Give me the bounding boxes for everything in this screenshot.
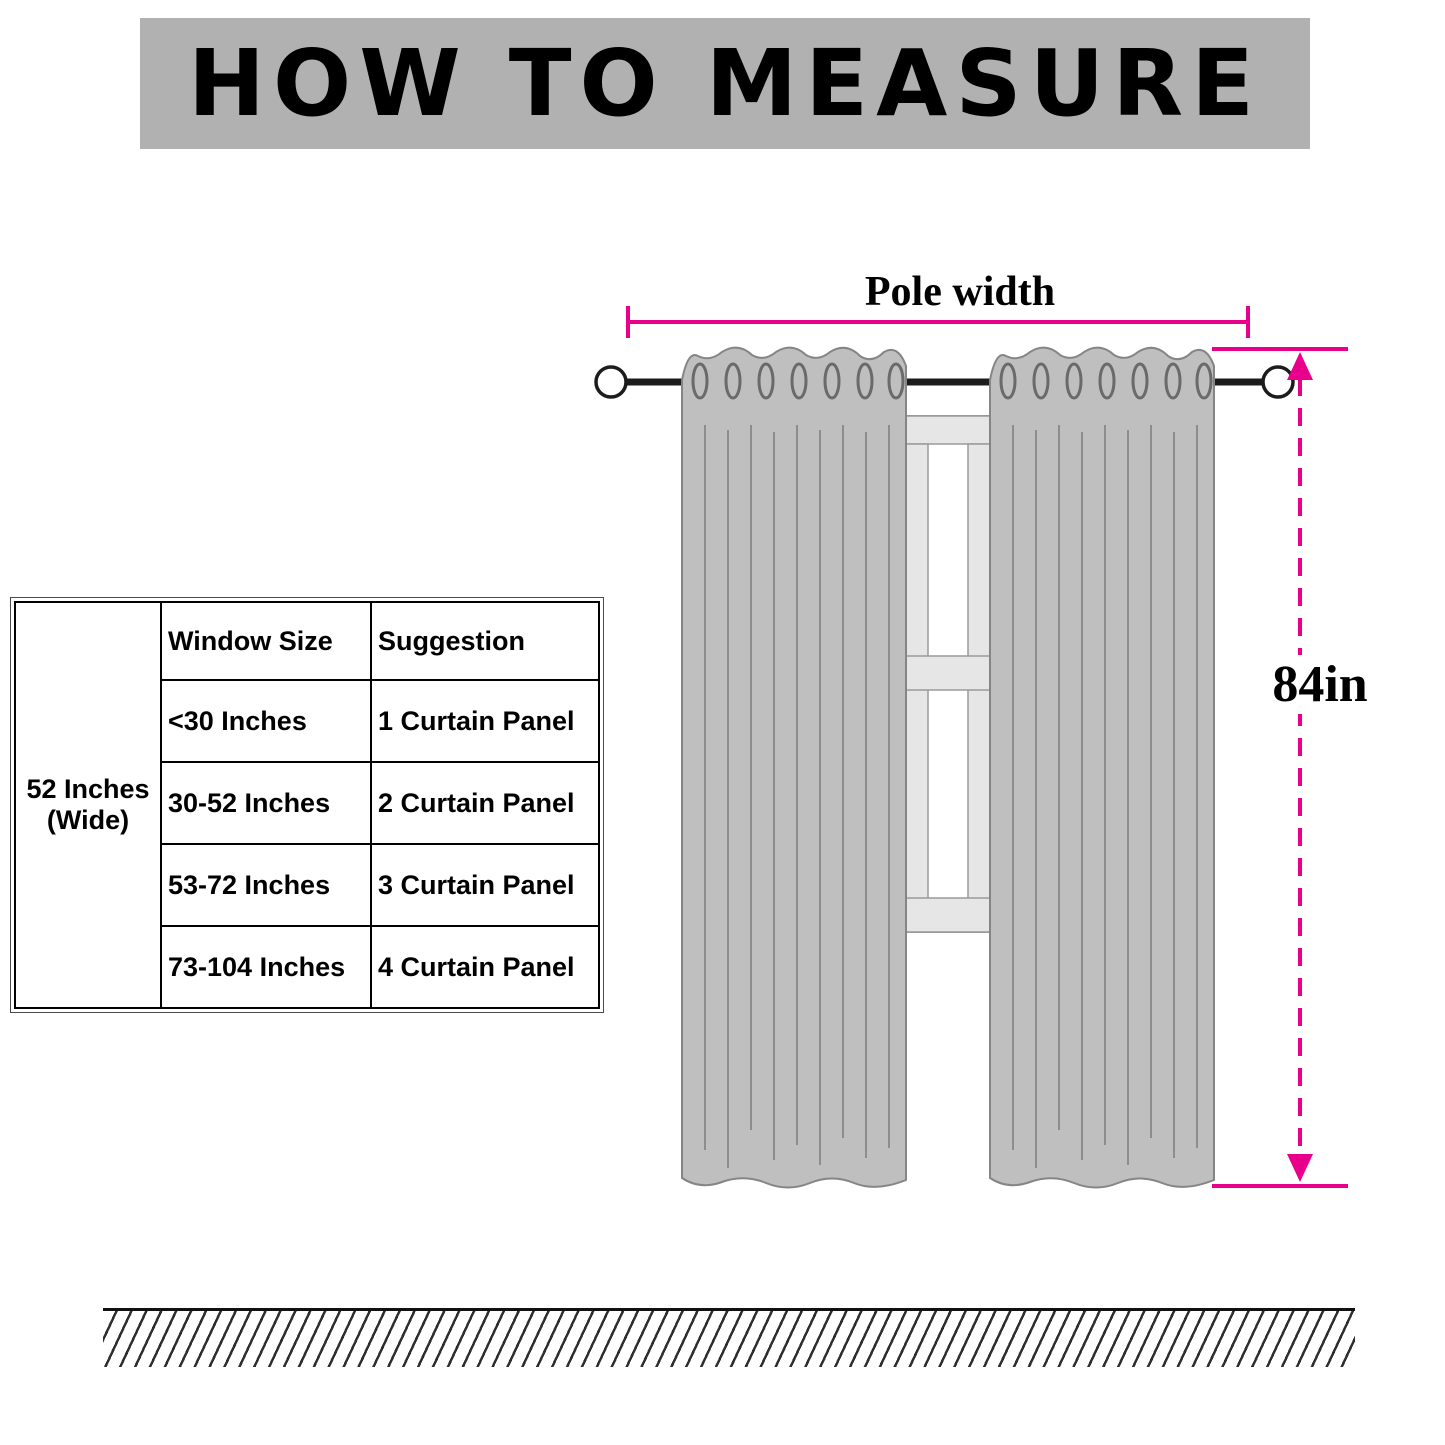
table-row: 30-52 Inches 2 Curtain Panel <box>15 761 600 845</box>
page-title: HOW TO MEASURE <box>188 30 1262 137</box>
suggestion-column-header: Suggestion <box>370 601 600 681</box>
window-size-cell: 30-52 Inches <box>160 761 372 845</box>
panel-width-label: 52 Inches (Wide) <box>14 601 162 1009</box>
height-arrow <box>1212 347 1348 1188</box>
arrowhead-down <box>1287 1154 1313 1182</box>
table-row: <30 Inches 1 Curtain Panel <box>15 679 600 763</box>
window-size-column-header: Window Size <box>160 601 372 681</box>
pole-width-arrow <box>626 306 1250 338</box>
pole-width-label: Pole width <box>864 269 1056 315</box>
table-row: 73-104 Inches 4 Curtain Panel <box>15 925 600 1009</box>
right-curtain-folds <box>1012 425 1198 1168</box>
window-size-cell: <30 Inches <box>160 679 372 763</box>
left-curtain-folds <box>704 425 890 1168</box>
rod-finial-right <box>1261 365 1295 399</box>
suggestion-cell: 1 Curtain Panel <box>370 679 600 763</box>
right-curtain-panel <box>989 346 1215 1189</box>
ground-hatching <box>103 1308 1355 1367</box>
window-frame <box>897 415 999 933</box>
table-header-row: 52 Inches (Wide) Window Size Suggestion <box>14 601 600 1009</box>
size-table: 52 Inches (Wide) Window Size Suggestion … <box>10 597 604 1013</box>
header-banner: HOW TO MEASURE <box>140 18 1310 149</box>
curtain-rings <box>691 362 1213 400</box>
suggestion-cell: 3 Curtain Panel <box>370 843 600 927</box>
size-table-grid: 52 Inches (Wide) Window Size Suggestion … <box>14 601 600 1009</box>
drop-height-label: 84in <box>1242 655 1398 714</box>
window-size-cell: 53-72 Inches <box>160 843 372 927</box>
suggestion-cell: 2 Curtain Panel <box>370 761 600 845</box>
rod-finial-left <box>594 365 628 399</box>
left-curtain-panel <box>681 346 907 1189</box>
suggestion-cell: 4 Curtain Panel <box>370 925 600 1009</box>
table-row: 53-72 Inches 3 Curtain Panel <box>15 843 600 927</box>
arrowhead-up <box>1287 352 1313 380</box>
window-size-cell: 73-104 Inches <box>160 925 372 1009</box>
